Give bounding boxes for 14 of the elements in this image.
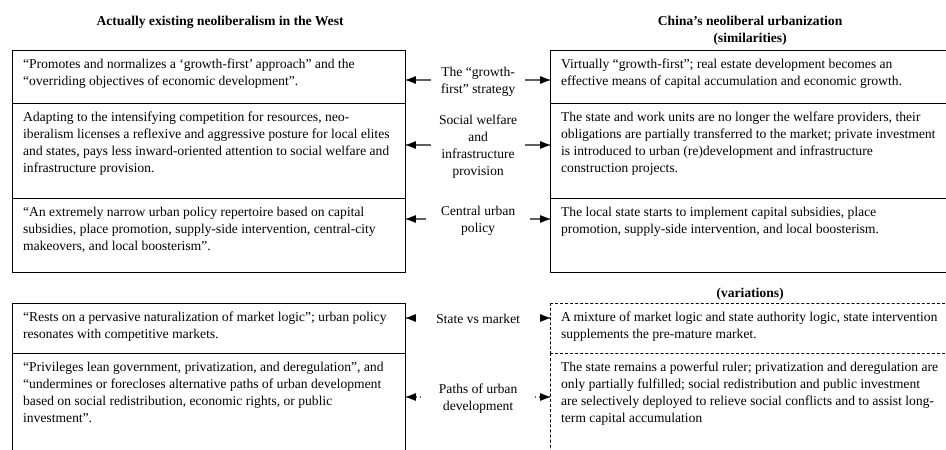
text-box: “Rests on a pervasive naturalization of market logic”; urban policy resonates with competitive markets. bbox=[12, 303, 406, 354]
text-box: A mixture of market logic and state authority logic, state intervention supplements the pre-mature market. bbox=[550, 303, 946, 354]
text-box: “An extremely narrow urban policy repertoire based on capital subsidies, place promotion, supply-side intervention, central-city makeovers, and local boosterism”. bbox=[12, 198, 406, 273]
text-box: Virtually “growth-first”; real estate development becomes an effective means of capital accumulation and economic growth. bbox=[550, 50, 946, 104]
edge-label: Social welfare and infrastructure provision bbox=[431, 111, 525, 179]
column-heading: Actually existing neoliberalism in the West bbox=[95, 12, 345, 29]
text-box: “Promotes and normalizes a ‘growth-first’ approach” and the “overriding objectives of economic development”. bbox=[12, 50, 406, 104]
text-box: The local state starts to implement capital subsidies, place promotion, supply-side intervention, and local boosterism. bbox=[550, 198, 946, 273]
column-heading: (variations) bbox=[715, 284, 785, 301]
text-box: Adapting to the intensifying competition for resources, neo-iberalism licenses a reflexive and aggressive posture for local elites and states, pays less inward-oriented attention to social welfare and infrastructure provision. bbox=[12, 103, 406, 199]
text-box: “Privileges lean government, privatization, and deregulation”, and “undermines or forecloses alternative paths of urban development based on social redistribution, economic rights, or public investment”. bbox=[12, 353, 406, 450]
edge-label: Paths of urban development bbox=[421, 380, 535, 414]
column-heading: China’s neoliberal urbanization bbox=[656, 12, 844, 29]
column-heading: (similarities) bbox=[712, 29, 788, 46]
